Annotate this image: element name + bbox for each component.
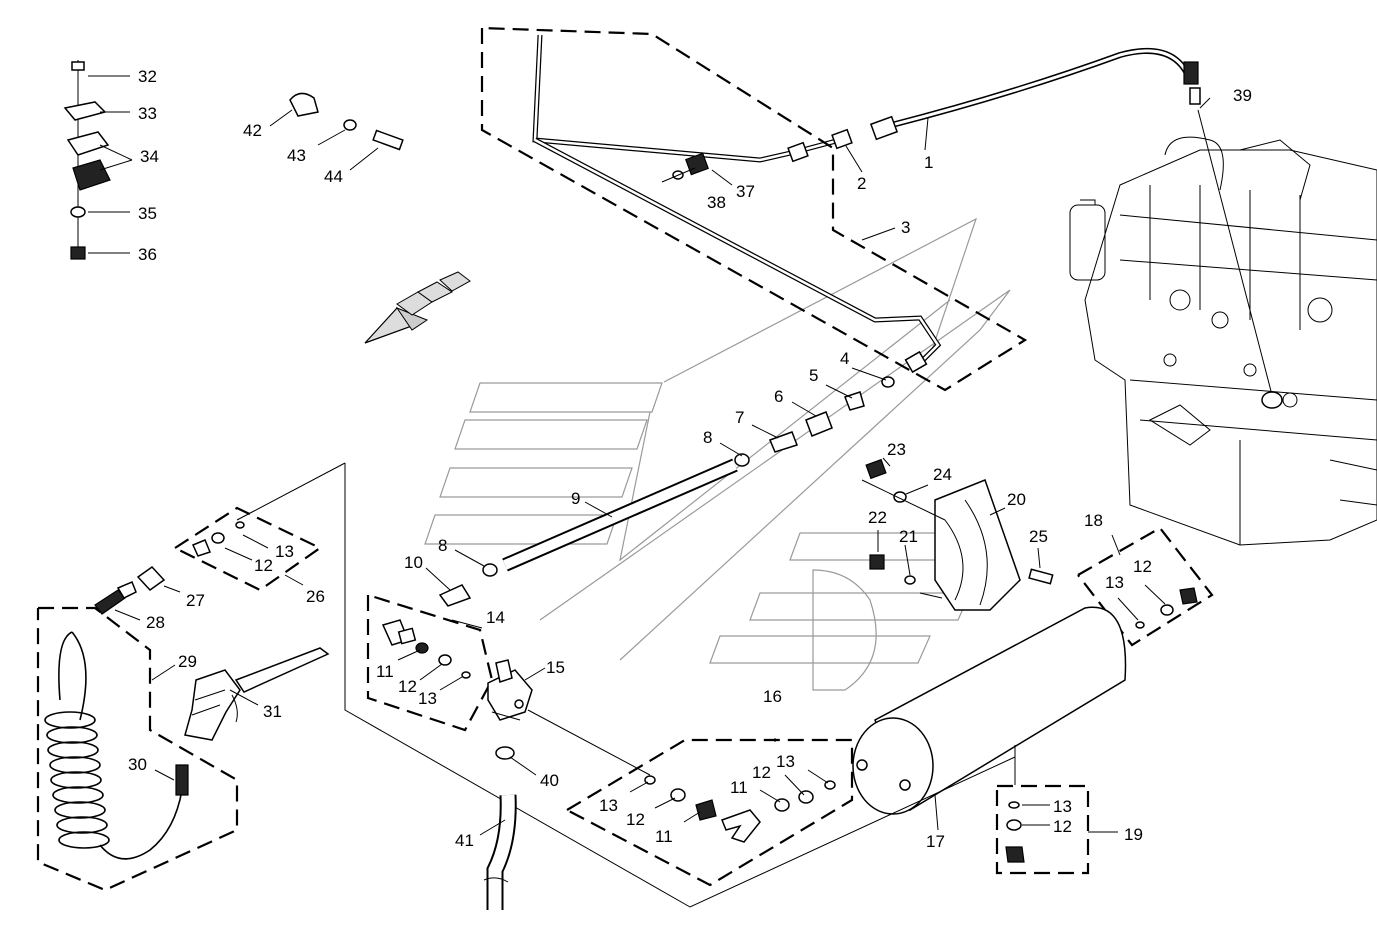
callout-9: 9	[571, 489, 580, 508]
clamp-assembly-42-44	[269, 92, 404, 171]
hose-41	[479, 794, 517, 910]
callout-12-left: 12	[626, 810, 645, 829]
group-outline-29	[36, 606, 239, 892]
group-outline-14	[366, 593, 494, 732]
callout-42: 42	[243, 121, 262, 140]
callout-labels: 1 2 3 4 5 6 7 8 8 9 10 11 11 11 12 12 12…	[128, 67, 1252, 851]
callout-41: 41	[455, 831, 474, 850]
callout-2: 2	[857, 174, 866, 193]
callout-27: 27	[186, 591, 205, 610]
callout-35: 35	[138, 204, 157, 223]
coil-hose-30	[44, 631, 189, 860]
callout-31: 31	[263, 702, 282, 721]
callout-12-drain-19: 12	[1053, 817, 1072, 836]
callout-13-left: 13	[599, 796, 618, 815]
callout-39: 39	[1233, 86, 1252, 105]
callout-30: 30	[128, 755, 147, 774]
nipple-27	[136, 566, 181, 593]
coupling-parts-26	[191, 521, 304, 586]
fitting-2	[831, 128, 853, 150]
blowgun-31	[184, 647, 330, 741]
callout-12-coupling: 12	[254, 556, 273, 575]
direction-arrow	[364, 271, 471, 344]
leader-lines-4-10	[425, 367, 887, 591]
callout-15: 15	[546, 658, 565, 677]
callout-44: 44	[324, 167, 343, 186]
callout-34: 34	[140, 147, 159, 166]
callout-14: 14	[486, 608, 505, 627]
bracket-assembly-32-36	[63, 60, 111, 260]
callout-11-left: 11	[655, 827, 673, 846]
valve-assembly-14-15	[381, 619, 533, 760]
callout-20: 20	[1007, 490, 1026, 509]
background-logo-stencil	[424, 217, 1011, 691]
callout-21: 21	[899, 527, 918, 546]
callout-19: 19	[1124, 825, 1143, 844]
group-outline-19	[995, 784, 1090, 875]
callout-13-valve: 13	[418, 689, 437, 708]
callout-33: 33	[138, 104, 157, 123]
fitting-chain-4-9	[438, 376, 895, 607]
nipple-28	[94, 581, 141, 621]
callout-37: 37	[736, 182, 755, 201]
leader-lines-32-36	[88, 75, 133, 254]
callout-6: 6	[774, 387, 783, 406]
callout-12-right: 12	[752, 763, 771, 782]
callout-13-drain-18: 13	[1105, 573, 1124, 592]
callout-10: 10	[404, 553, 423, 572]
callout-1: 1	[924, 153, 933, 172]
callout-8-upper: 8	[703, 428, 712, 447]
callout-43: 43	[287, 146, 306, 165]
callout-7: 7	[735, 408, 744, 427]
group-outline-16	[566, 738, 854, 887]
callout-28: 28	[146, 613, 165, 632]
callout-3: 3	[901, 218, 910, 237]
callout-17: 17	[926, 832, 945, 851]
pipe-assembly	[532, 31, 1283, 409]
callout-32: 32	[138, 67, 157, 86]
group-outline-3	[480, 26, 1028, 392]
leader-lines-top	[711, 97, 1211, 241]
air-tank-17	[852, 606, 1127, 831]
callout-29: 29	[178, 652, 197, 671]
callout-13-drain-19: 13	[1053, 797, 1072, 816]
callout-11-right: 11	[730, 778, 748, 797]
callout-13-right: 13	[776, 752, 795, 771]
engine-block	[1069, 136, 1377, 546]
leader-lines-14-15	[397, 619, 546, 776]
drain-parts-18	[1111, 534, 1198, 629]
callout-12-drain-18: 12	[1133, 557, 1152, 576]
drain-parts-19	[1005, 801, 1118, 863]
callout-38: 38	[707, 193, 726, 212]
callout-5: 5	[809, 366, 818, 385]
group-outline-26	[174, 506, 323, 592]
callout-16: 16	[763, 687, 782, 706]
callout-24: 24	[933, 465, 952, 484]
callout-26: 26	[306, 587, 325, 606]
callout-40: 40	[540, 771, 559, 790]
callout-13-coupling: 13	[275, 542, 294, 561]
connection-lines	[236, 462, 1016, 908]
callout-12-valve: 12	[398, 677, 417, 696]
fitting-parts-16	[644, 738, 836, 843]
callout-25: 25	[1029, 527, 1048, 546]
callout-11-valve: 11	[376, 662, 394, 681]
callout-8-lower: 8	[438, 536, 447, 555]
callout-18: 18	[1084, 511, 1103, 530]
leader-lines-16	[629, 769, 829, 823]
callout-23: 23	[887, 440, 906, 459]
bracket-assembly-20-25	[861, 458, 1054, 611]
callout-4: 4	[840, 349, 849, 368]
callout-22: 22	[868, 508, 887, 527]
leader-lines-20-25	[877, 457, 1041, 576]
callout-36: 36	[138, 245, 157, 264]
